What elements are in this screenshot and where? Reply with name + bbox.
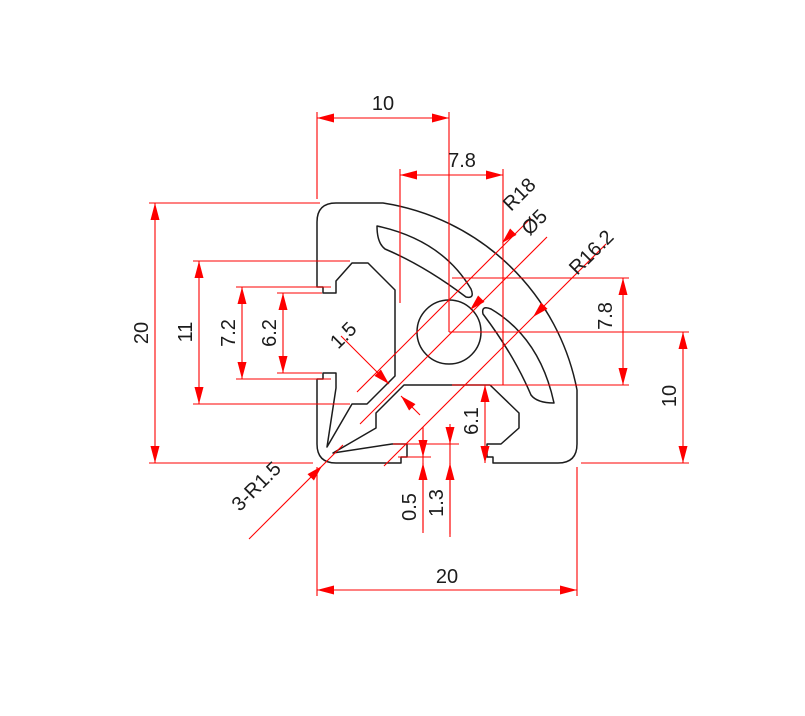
dim-label-top-web-offset: 7.8: [448, 150, 476, 172]
dim-label-overall-width: 20: [436, 566, 458, 588]
dimension-top-half-width: 10: [316, 93, 450, 332]
dim-label-slot-opening: 6.2: [259, 319, 281, 347]
dimension-lip-step-width: 7.2: [218, 286, 331, 380]
right-arc-slot: [481, 307, 555, 404]
dimension-overall-height: 20: [131, 202, 320, 464]
dimension-right-half-height: 10: [449, 331, 689, 464]
dimension-lip-step-small: 0.5: [398, 427, 431, 533]
dim-label-lip-step-width: 7.2: [218, 319, 240, 347]
dim-label-lip-step-small: 0.5: [399, 493, 421, 521]
dim-label-slot-depth: 6.1: [461, 407, 483, 435]
dimension-overall-width: 20: [316, 467, 578, 596]
dim-label-right-half-height: 10: [659, 385, 681, 407]
dim-label-cavity-width: 11: [175, 322, 197, 343]
dim-label-overall-height: 20: [131, 322, 153, 344]
dimension-cavity-width: 11: [175, 260, 350, 405]
dimension-slot-opening: 6.2: [259, 292, 322, 374]
top-arc-slot: [376, 225, 473, 299]
dimension-top-web-offset: 7.8: [399, 150, 504, 385]
profile-outer-contour: [316, 202, 578, 464]
dimension-lip-step-large: 1.3: [393, 424, 459, 537]
dim-label-lip-step-large: 1.3: [426, 489, 448, 517]
dim-label-right-web-offset: 7.8: [595, 302, 617, 330]
dimension-slot-depth: 6.1: [461, 385, 490, 463]
dim-label-top-half-width: 10: [372, 93, 394, 115]
